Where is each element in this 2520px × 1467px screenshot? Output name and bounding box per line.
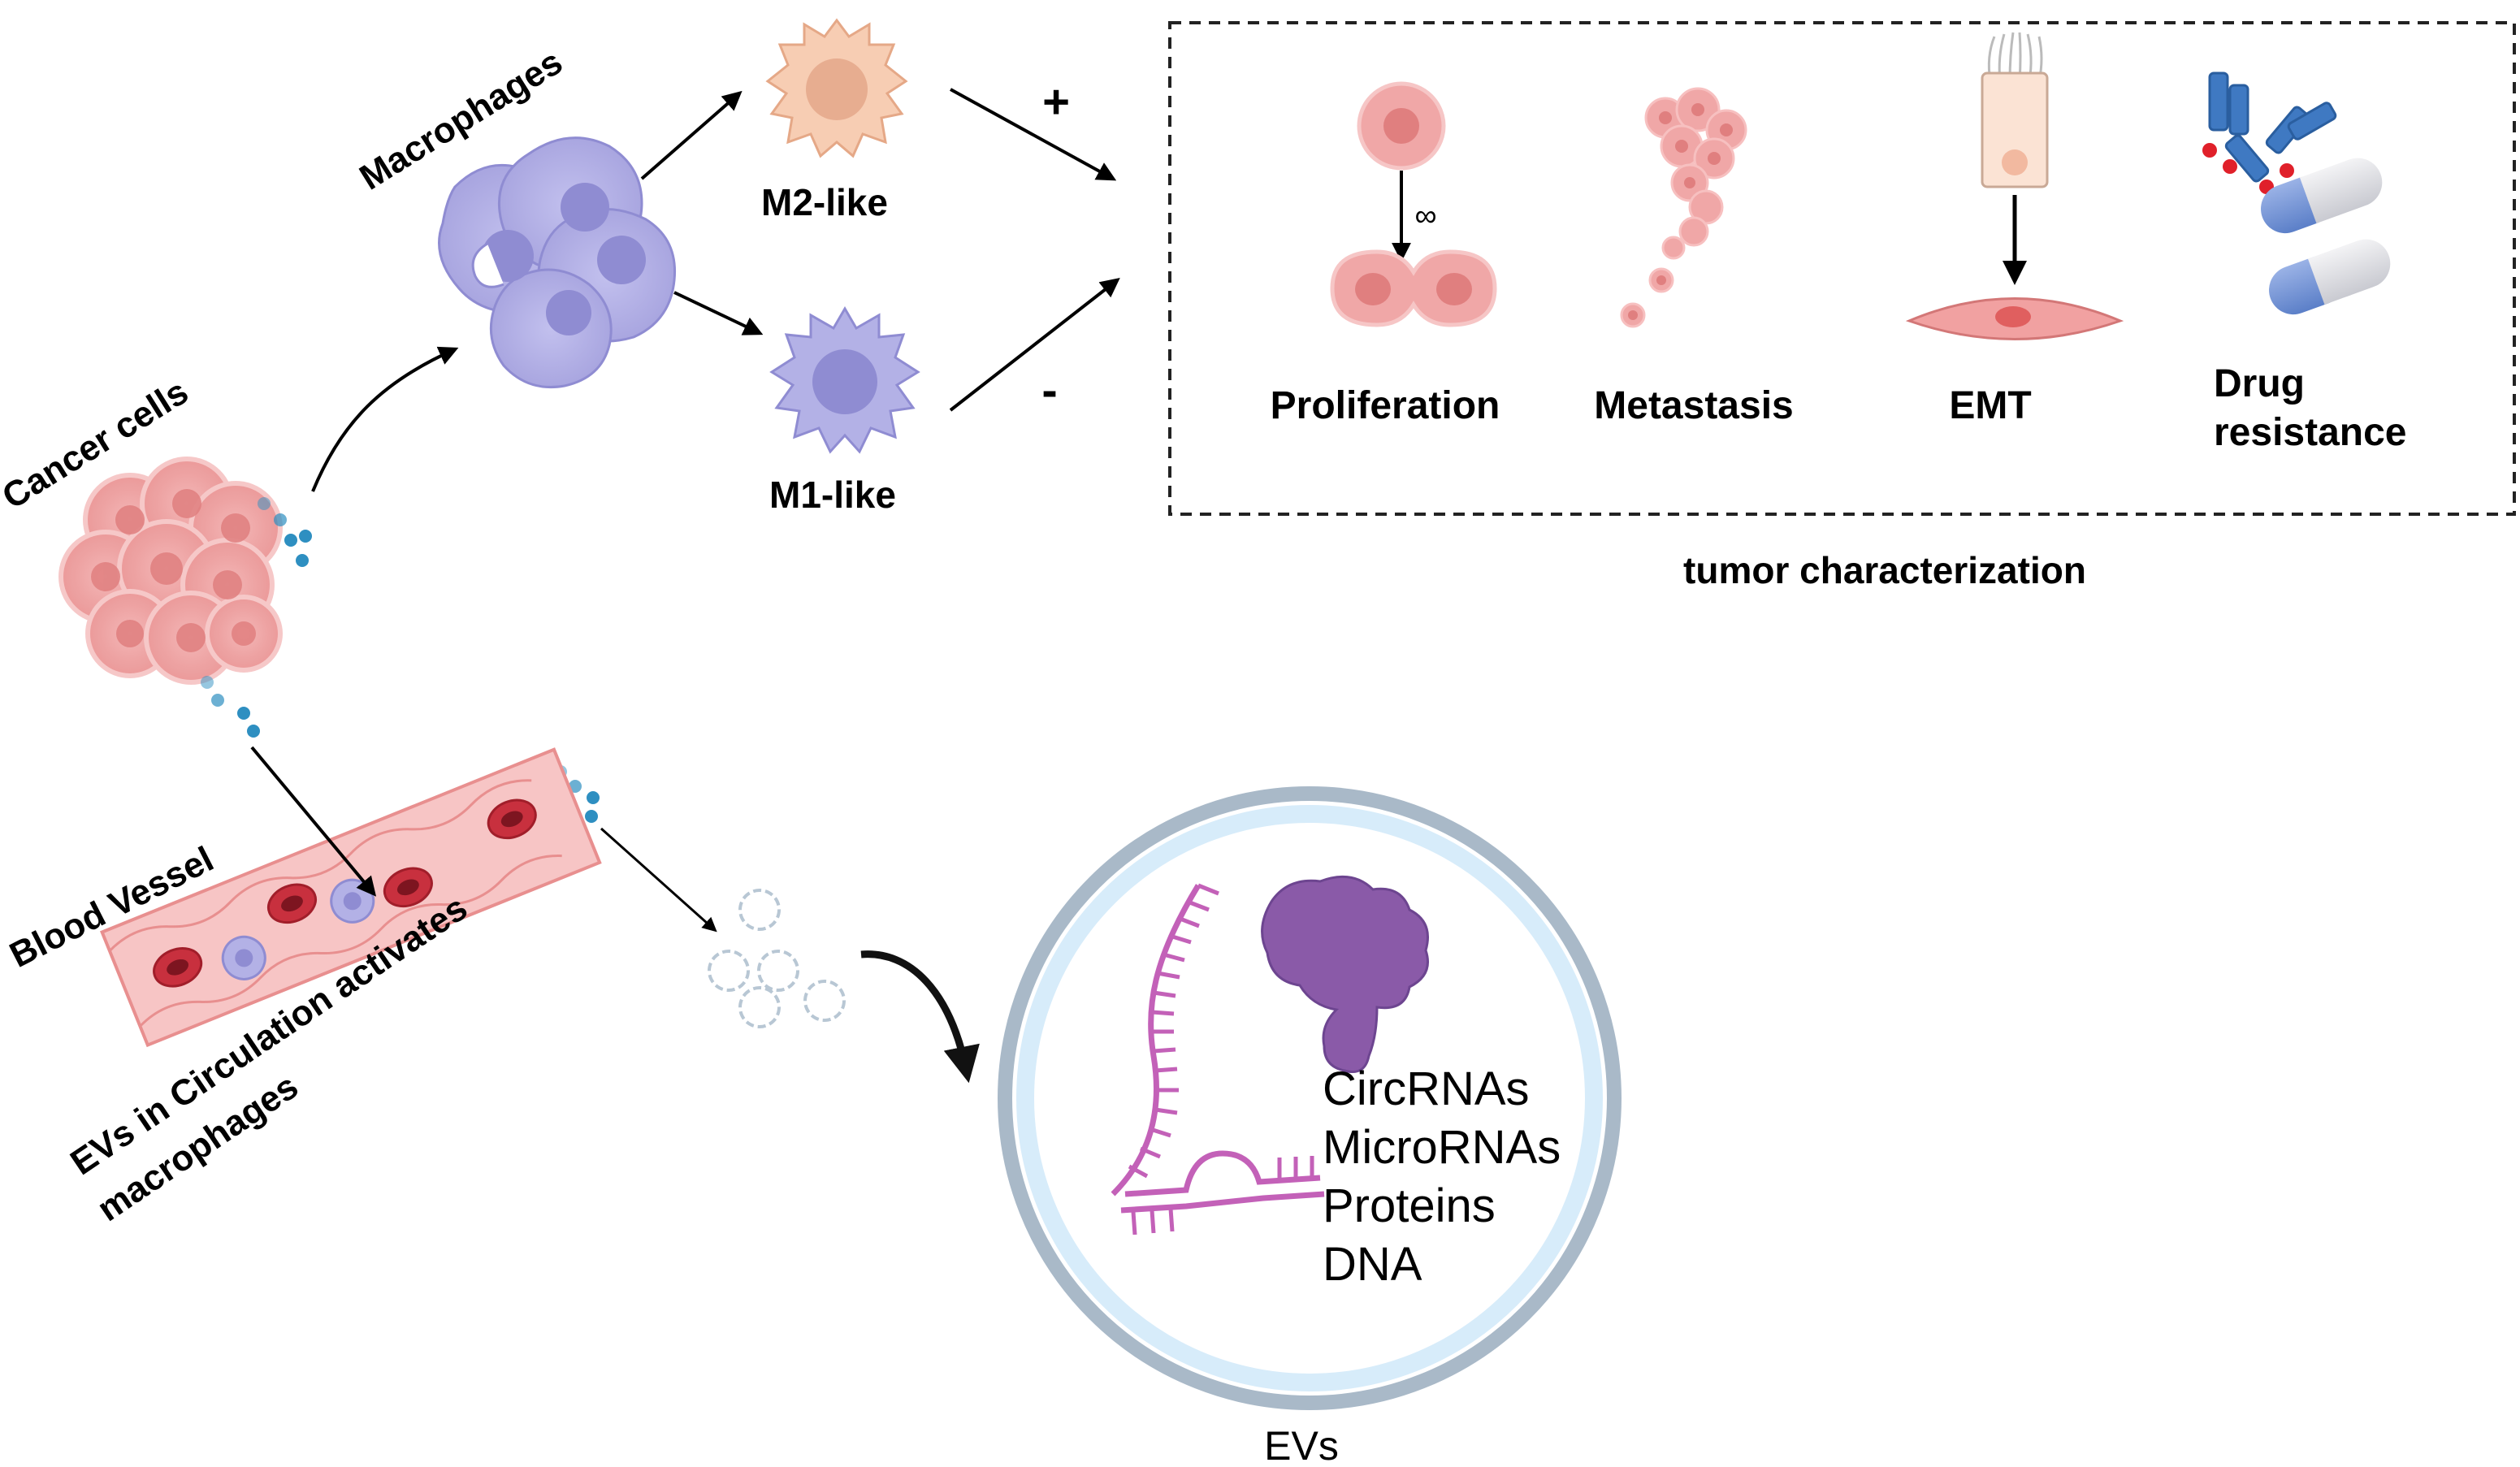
tumor-item-label-line2: resistance [2214, 411, 2407, 454]
m2-like-label: M2-like [761, 181, 888, 223]
plus-sign: + [1042, 76, 1070, 128]
minus-sign: - [1041, 364, 1057, 417]
ev-detail [998, 786, 1622, 1410]
ev-cargo-item: CircRNAs [1323, 1062, 1530, 1115]
ev-cargo-item: Proteins [1323, 1179, 1496, 1232]
tumor-characterization-label: tumor characterization [1683, 549, 2086, 591]
tumor-item-label: EMT [1949, 384, 2031, 427]
drug-resistance-icon [2202, 71, 2391, 315]
m1-macrophage [769, 306, 920, 454]
tumor-item-label: Proliferation [1271, 384, 1500, 427]
m2-macrophage [765, 18, 908, 158]
protein-icon [1261, 875, 1429, 1073]
evs-label: EVs [1264, 1423, 1339, 1467]
arrow-cancer-to-macrophages [311, 346, 459, 492]
arrow-to-m1 [673, 291, 764, 335]
arrow-m2-promotes [950, 88, 1117, 181]
emt-icon [1905, 32, 2124, 340]
arrow-m1-inhibits [949, 278, 1120, 412]
arrow-cancer-to-vessel [250, 746, 377, 897]
tumor-characterization-box [1168, 21, 2516, 516]
m1-like-label: M1-like [769, 474, 896, 516]
tumor-item-label: Metastasis [1594, 384, 1793, 427]
ev-cargo-item: MicroRNAs [1323, 1121, 1561, 1174]
proliferation-icon: ∞ [1330, 81, 1497, 327]
arrow-to-m2 [640, 90, 743, 180]
infinity-sign: ∞ [1414, 199, 1436, 233]
macrophage-cluster [438, 136, 677, 389]
tumor-item-label: Drug [2214, 362, 2305, 405]
microrna-hairpin [1120, 1150, 1325, 1235]
arrow-to-ev-detail [860, 950, 980, 1084]
rna-strand [1111, 883, 1219, 1197]
ev-cluster [708, 889, 846, 1028]
blood-vessel [100, 747, 602, 1048]
metastasis-icon [1620, 87, 1747, 328]
arrow-vessel-to-evs [600, 827, 717, 933]
cancer-cell-cluster [58, 457, 283, 685]
ev-cargo-item: DNA [1323, 1238, 1422, 1291]
